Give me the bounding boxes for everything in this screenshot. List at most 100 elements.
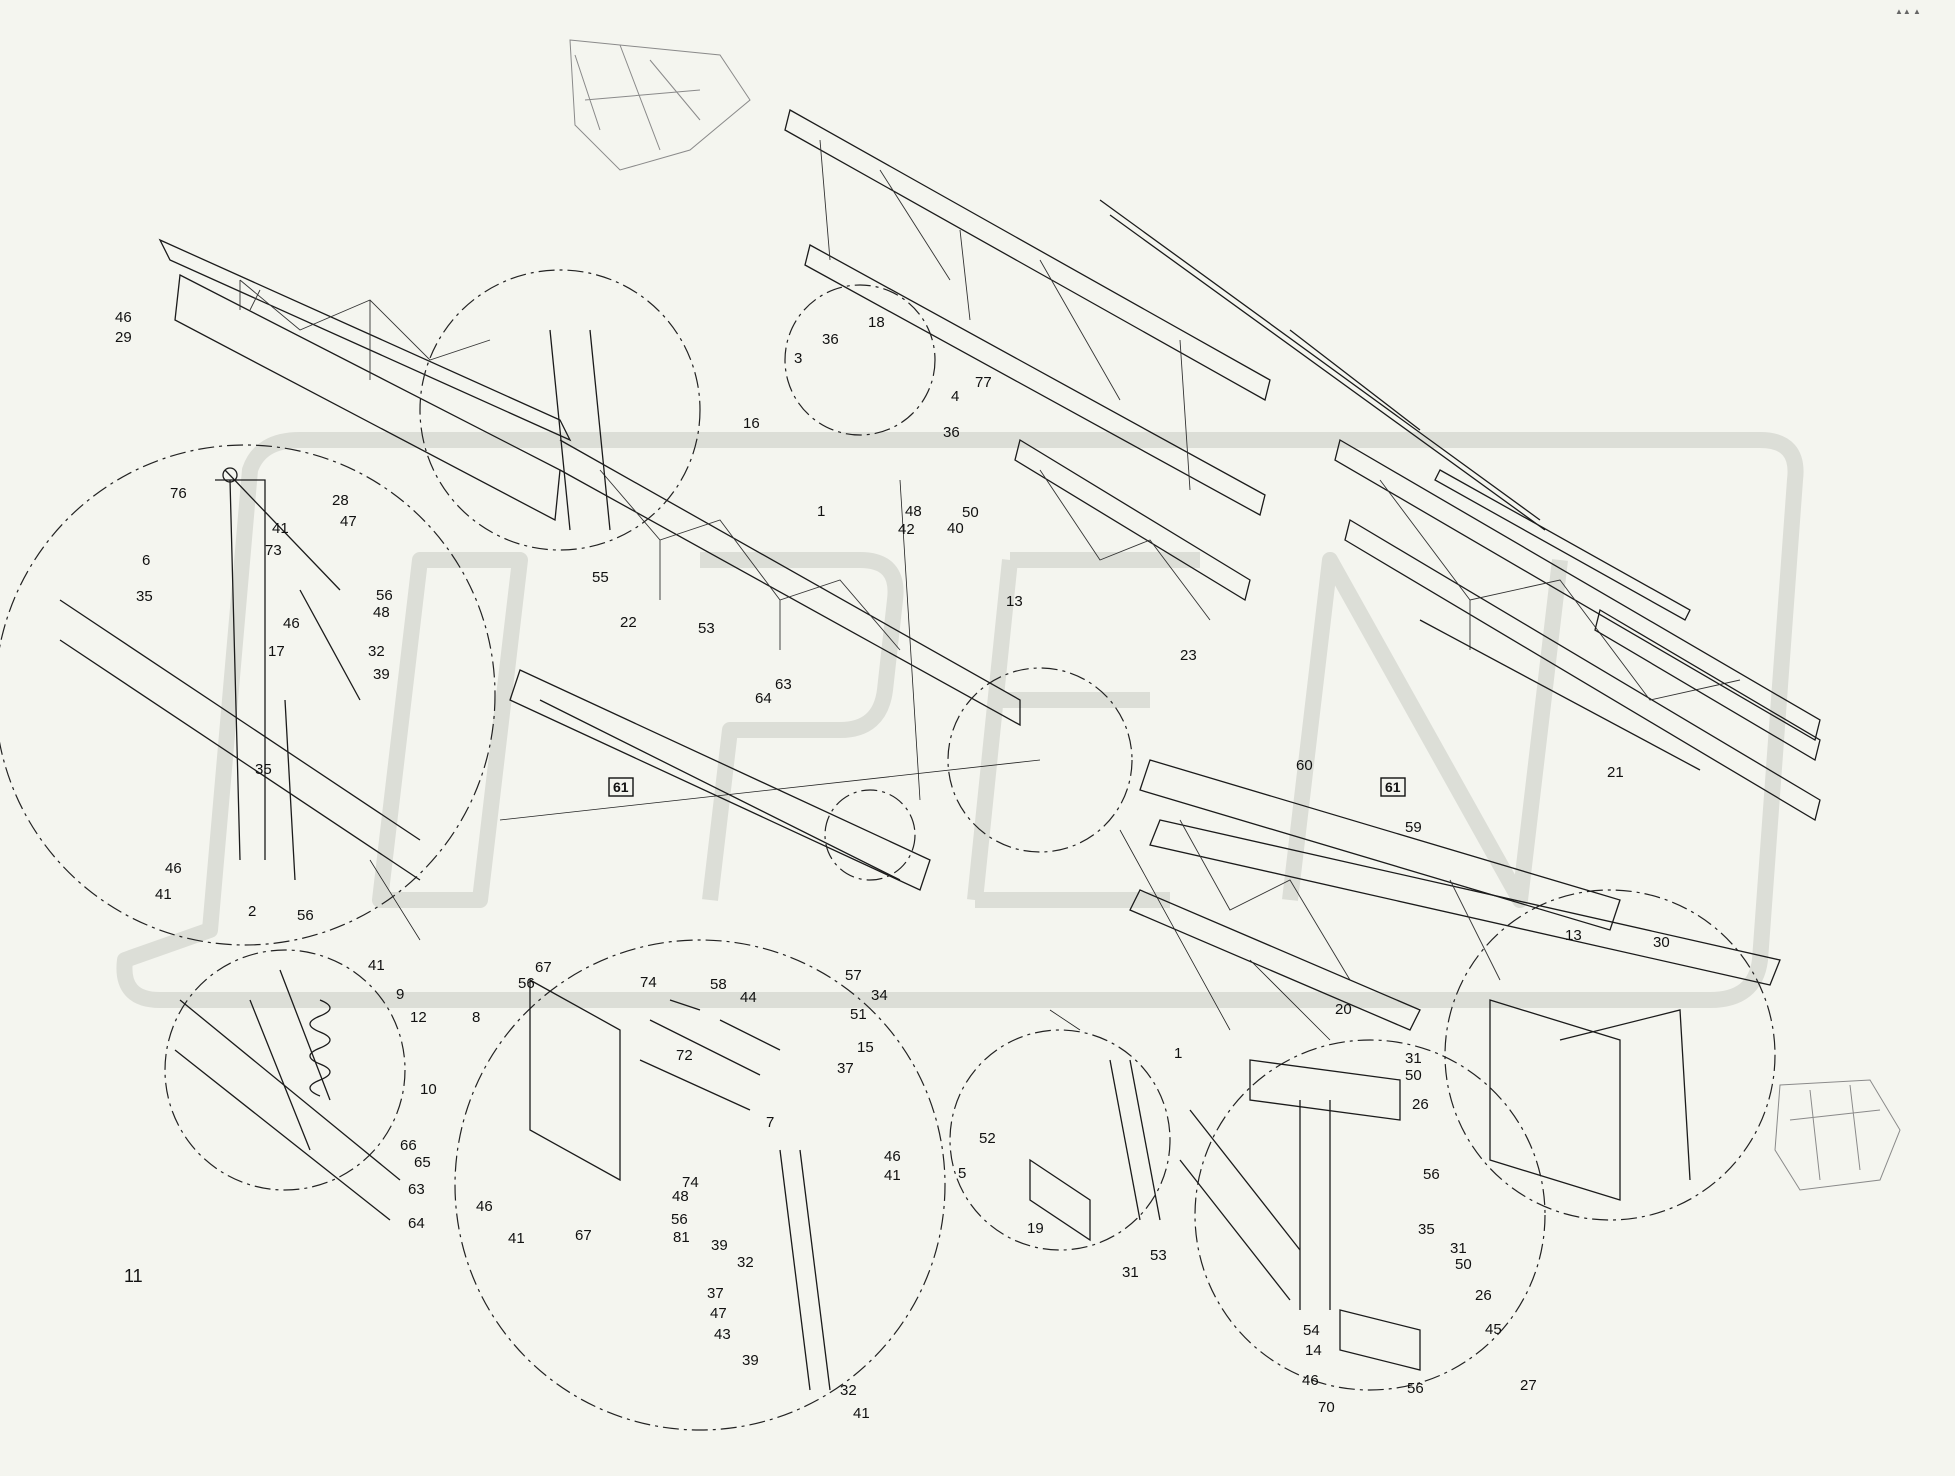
callout: 41 <box>155 886 172 903</box>
callout: 31 <box>1450 1240 1467 1257</box>
callout-labels: 46 29 76 6 28 47 41 73 56 48 35 46 17 32… <box>115 309 1670 1422</box>
callout: 22 <box>620 614 637 631</box>
callout: 10 <box>420 1081 437 1098</box>
callout: 64 <box>755 690 772 707</box>
detail-linkage <box>59 329 611 881</box>
callout: 50 <box>962 504 979 521</box>
callout: 32 <box>840 1382 857 1399</box>
callout: 1 <box>1174 1045 1182 1062</box>
callout: 26 <box>1412 1096 1429 1113</box>
callout: 19 <box>1027 1220 1044 1237</box>
callout: 56 <box>1407 1380 1424 1397</box>
callout: 64 <box>408 1215 425 1232</box>
callout: 1 <box>817 503 825 520</box>
boxed-ref-61-left: 61 <box>608 777 634 797</box>
callout: 5 <box>958 1165 966 1182</box>
callout: 56 <box>518 975 535 992</box>
callout: 72 <box>676 1047 693 1064</box>
callout: 4 <box>951 388 959 405</box>
rods <box>1099 199 1701 771</box>
callout: 43 <box>714 1326 731 1343</box>
callout: 30 <box>1653 934 1670 951</box>
detail-pivot <box>1179 1059 1421 1371</box>
callout: 6 <box>142 552 150 569</box>
callout: 54 <box>1303 1322 1320 1339</box>
callout: 67 <box>575 1227 592 1244</box>
callout: 63 <box>408 1181 425 1198</box>
callout: 73 <box>265 542 282 559</box>
callout: 55 <box>592 569 609 586</box>
callout: 34 <box>871 987 888 1004</box>
callout: 37 <box>707 1285 724 1302</box>
callout: 39 <box>742 1352 759 1369</box>
callout: 65 <box>414 1154 431 1171</box>
callout: 66 <box>400 1137 417 1154</box>
corner-mark: ▲▲ ▲ <box>1895 7 1921 16</box>
svg-text:61: 61 <box>613 779 629 795</box>
boom-frame-left <box>158 238 1021 727</box>
callout: 45 <box>1485 1321 1502 1338</box>
callout: 15 <box>857 1039 874 1056</box>
callout: 48 <box>373 604 390 621</box>
callout: 26 <box>1475 1287 1492 1304</box>
boom-frame-center <box>784 109 1271 621</box>
callout: 59 <box>1405 819 1422 836</box>
callout: 12 <box>410 1009 427 1026</box>
callout: 13 <box>1565 927 1582 944</box>
callout: 40 <box>947 520 964 537</box>
callout: 27 <box>1520 1377 1537 1394</box>
callout: 76 <box>170 485 187 502</box>
callout: 46 <box>115 309 132 326</box>
callout: 41 <box>508 1230 525 1247</box>
boom-frame-lower <box>509 669 1781 1031</box>
detail-callouts <box>0 269 1776 1431</box>
callout: 35 <box>1418 1221 1435 1238</box>
callout: 28 <box>332 492 349 509</box>
callout: 50 <box>1455 1256 1472 1273</box>
callout: 50 <box>1405 1067 1422 1084</box>
callout: 7 <box>766 1114 774 1131</box>
callout: 29 <box>115 329 132 346</box>
callout: 63 <box>775 676 792 693</box>
callout: 70 <box>1318 1399 1335 1416</box>
callout: 46 <box>283 615 300 632</box>
watermark <box>116 432 1804 1008</box>
callout: 53 <box>1150 1247 1167 1264</box>
callout: 37 <box>837 1060 854 1077</box>
callout: 56 <box>1423 1166 1440 1183</box>
callout: 13 <box>1006 593 1023 610</box>
callout: 41 <box>853 1405 870 1422</box>
callout: 36 <box>943 424 960 441</box>
callout: 48 <box>672 1188 689 1205</box>
callout: 32 <box>737 1254 754 1271</box>
callout: 57 <box>845 967 862 984</box>
callout: 39 <box>711 1237 728 1254</box>
callout: 17 <box>268 643 285 660</box>
callout: 18 <box>868 314 885 331</box>
callout: 39 <box>373 666 390 683</box>
callout: 41 <box>368 957 385 974</box>
callout: 9 <box>396 986 404 1003</box>
callout: 47 <box>340 513 357 530</box>
callout: 48 <box>905 503 922 520</box>
callout: 35 <box>255 761 272 778</box>
boom-frame-right <box>1334 439 1821 822</box>
callout: 81 <box>673 1229 690 1246</box>
callout: 47 <box>710 1305 727 1322</box>
detail-hinge <box>1029 1059 1161 1242</box>
callout: 53 <box>698 620 715 637</box>
callout: 16 <box>743 415 760 432</box>
callout: 44 <box>740 989 757 1006</box>
callout: 52 <box>979 1130 996 1147</box>
callout: 35 <box>136 588 153 605</box>
detail-bracket <box>529 978 831 1391</box>
page-number: 11 <box>124 1266 143 1286</box>
boxed-ref-61-right: 61 <box>1380 777 1406 797</box>
callout: 42 <box>898 521 915 538</box>
callout: 8 <box>472 1009 480 1026</box>
callout: 56 <box>376 587 393 604</box>
detail-spring <box>174 969 401 1221</box>
callout: 23 <box>1180 647 1197 664</box>
callout: 51 <box>850 1006 867 1023</box>
